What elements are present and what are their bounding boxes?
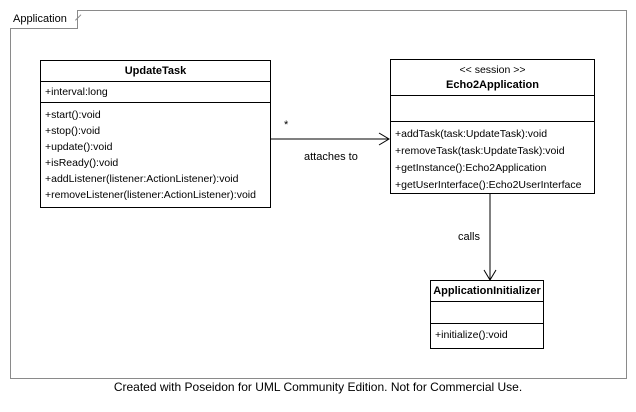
class-update-task[interactable]: UpdateTask +interval:long +start():void … [40, 60, 271, 208]
operations-compartment: +start():void +stop():void +update():voi… [41, 102, 270, 205]
operation: +isReady():void [45, 157, 119, 169]
operation: +removeListener(listener:ActionListener)… [45, 189, 256, 201]
footer-note: Created with Poseidon for UML Community … [113, 380, 523, 394]
attaches-label: attaches to [304, 151, 358, 163]
class-stereotype: << session >> [459, 64, 526, 76]
operation: +initialize():void [435, 329, 508, 341]
operation: +addListener(listener:ActionListener):vo… [45, 173, 239, 185]
operation: +start():void [45, 109, 101, 121]
operations-compartment: +addTask(task:UpdateTask):void +removeTa… [391, 121, 594, 196]
attaches-arrowhead [378, 132, 390, 146]
frame-label: Application [10, 10, 78, 29]
attribute: +interval:long [45, 86, 108, 98]
operation: +getUserInterface():Echo2UserInterface [395, 179, 582, 191]
attributes-compartment [431, 301, 543, 323]
operation: +removeTask(task:UpdateTask):void [395, 145, 565, 157]
class-name: UpdateTask [124, 65, 187, 77]
operation: +update():void [45, 141, 113, 153]
class-echo2-application[interactable]: << session >> Echo2Application +addTask(… [390, 59, 595, 194]
operation: +getInstance():Echo2Application [395, 162, 547, 174]
attributes-compartment [391, 95, 594, 121]
operation: +addTask(task:UpdateTask):void [395, 128, 548, 140]
operations-compartment: +initialize():void [431, 323, 543, 345]
class-application-initializer[interactable]: ApplicationInitializer +initialize():voi… [430, 280, 544, 349]
attributes-compartment: +interval:long [41, 81, 270, 102]
attaches-multiplicity: * [284, 119, 289, 131]
diagram-frame [10, 10, 627, 379]
operation: +stop():void [45, 125, 101, 137]
class-name: Echo2Application [446, 79, 539, 91]
class-name: ApplicationInitializer [433, 285, 541, 297]
calls-label: calls [458, 231, 481, 243]
